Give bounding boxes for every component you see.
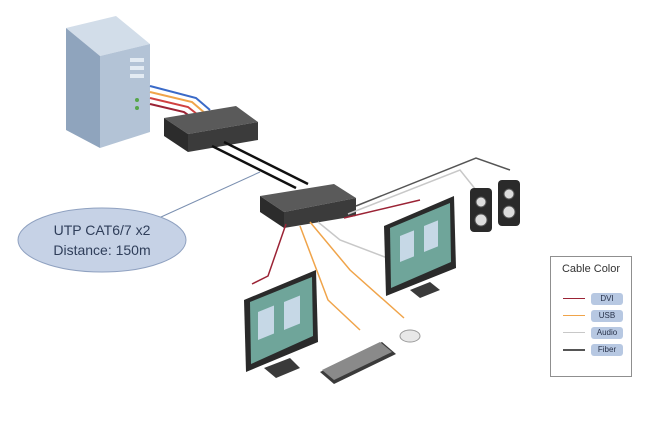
usb-line-swatch (563, 315, 585, 316)
peripheral-cables (251, 157, 511, 331)
callout-distance: Distance: 150m (53, 242, 151, 258)
distance-callout-text: UTP CAT6/7 x2 Distance: 150m (22, 220, 182, 260)
speaker-right (498, 180, 520, 226)
legend-label-fiber: Fiber (591, 344, 623, 356)
cat-cables (211, 140, 309, 190)
dvi-line-swatch (563, 298, 585, 299)
legend-label-dvi: DVI (591, 293, 623, 305)
receiver-box (260, 184, 356, 228)
fiber-line-swatch (563, 349, 585, 351)
keyboard (320, 342, 396, 384)
legend-label-usb: USB (591, 310, 623, 322)
legend-title: Cable Color (561, 263, 621, 275)
monitor-left (244, 270, 318, 378)
legend-item-dvi: DVI (563, 293, 625, 305)
legend-item-usb: USB (563, 310, 625, 322)
mouse (399, 329, 421, 343)
legend-item-fiber: Fiber (563, 344, 625, 356)
server-tower (66, 16, 150, 148)
speaker-left (470, 188, 492, 232)
distance-callout (17, 207, 187, 273)
audio-line-swatch (563, 332, 585, 333)
callout-cable-type: UTP CAT6/7 x2 (53, 222, 151, 238)
transmitter-box (164, 106, 258, 152)
callout-connector (149, 171, 261, 223)
monitor-right (384, 196, 456, 298)
cable-color-legend: Cable Color DVI USB Audio Fiber (550, 256, 632, 377)
legend-item-audio: Audio (563, 327, 625, 339)
legend-label-audio: Audio (591, 327, 623, 339)
